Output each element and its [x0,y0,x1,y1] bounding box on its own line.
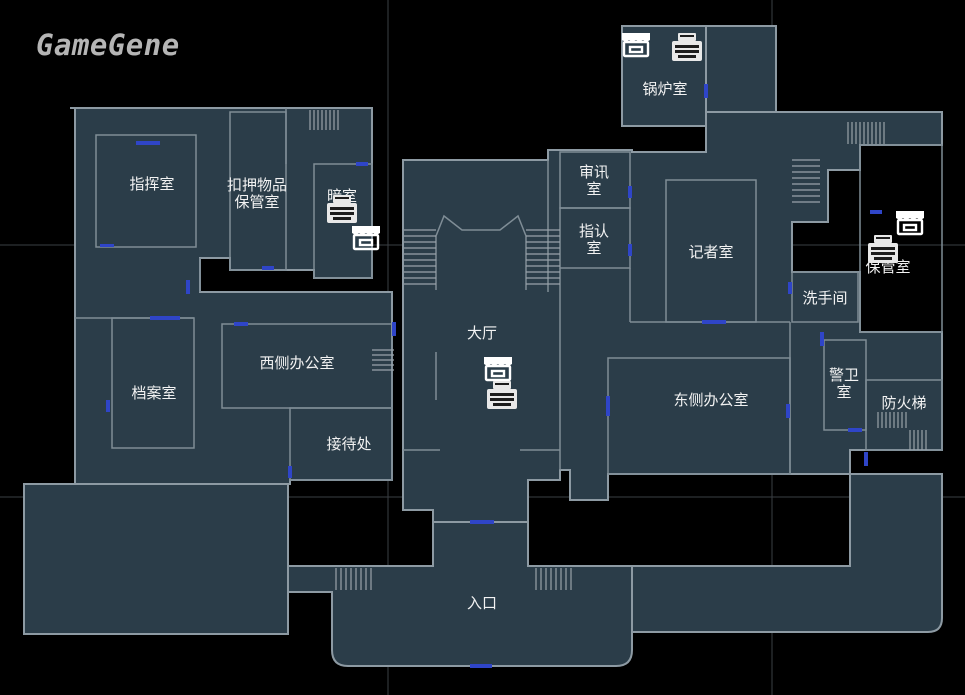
stairs-entrance-right [535,568,572,590]
east-corridor [631,473,943,633]
room-label-reception: 接待处 [326,435,371,453]
main-hall-block [402,111,943,523]
room-label-press: 记者室 [688,243,733,261]
room-label-archive: 档案室 [131,384,176,402]
room-label-west-office: 西侧办公室 [259,354,334,372]
stairs-west-top [309,110,339,130]
room-label-hall: 大厅 [467,324,497,342]
stairs-fire-escape [877,412,927,450]
stairs-entrance-left [335,568,372,590]
room-label-guard-1: 警卫 [829,366,859,384]
room-label-entrance: 入口 [467,594,497,612]
shop-icon[interactable] [894,208,926,236]
room-label-command: 指挥室 [129,175,174,193]
room-label-guard-2: 室 [836,383,851,401]
room-label-interrogation-2: 室 [586,180,601,198]
room-label-identification-2: 室 [586,239,601,257]
typewriter-icon[interactable] [866,234,900,266]
room-label-fire-escape: 防火梯 [881,394,926,412]
stairs-northeast [847,122,885,144]
room-label-washroom: 洗手间 [802,289,847,307]
stairs-west-office [372,349,394,371]
lower-west-block [23,483,289,635]
room-label-east-office: 东侧办公室 [673,391,748,409]
typewriter-icon[interactable] [670,32,704,64]
typewriter-icon[interactable] [485,380,519,412]
room-label-interrogation-1: 审讯 [579,163,609,181]
room-label-boiler: 锅炉室 [642,80,687,98]
shop-icon[interactable] [482,354,514,382]
typewriter-icon[interactable] [325,194,359,226]
shop-icon[interactable] [620,30,652,58]
room-label-identification-1: 指认 [579,222,609,240]
stairs-hall-left [404,229,436,285]
doors [100,84,882,668]
room-label-evidence-1: 扣押物品 [227,176,287,194]
gamegene-watermark: GameGene [36,28,180,62]
northeast-corridor [705,25,777,113]
stairs-east-mid [792,159,820,203]
room-label-evidence-2: 保管室 [234,193,279,211]
shop-icon[interactable] [350,223,382,251]
entrance-hall [287,521,633,667]
stairs-hall-right [526,229,560,285]
